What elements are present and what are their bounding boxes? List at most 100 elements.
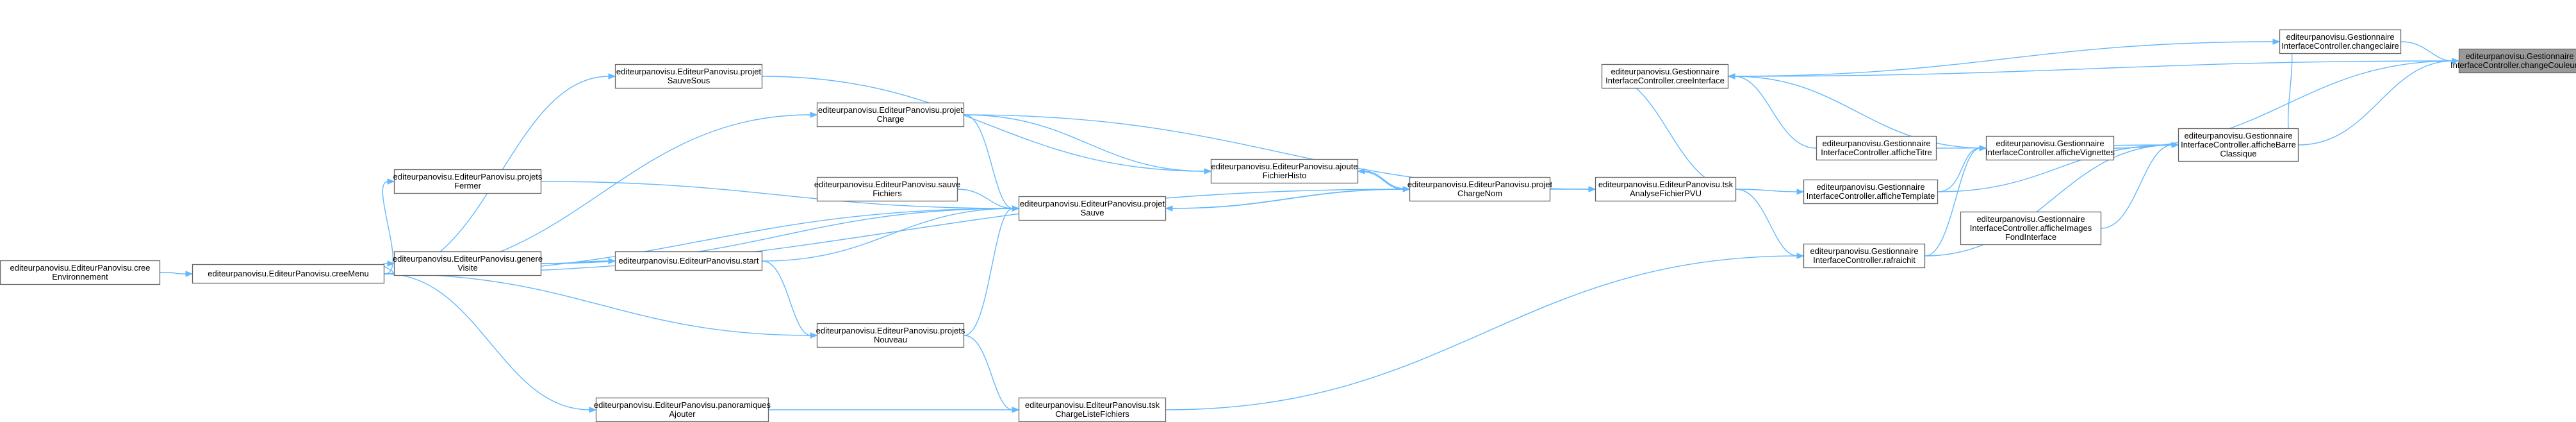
node-box-chargeNom	[1409, 176, 1551, 202]
node-label-afficheImages-line-2: FondInterface	[2005, 232, 2056, 242]
call-edge-projetsFermer-to-projetSauve	[541, 181, 1013, 209]
node-creeInterface[interactable]: editeurpanovisu.GestionnaireInterfaceCon…	[1601, 63, 1729, 89]
arrowhead-creeMenu-to-projetsFermer	[387, 178, 395, 185]
call-edge-sauveSous-to-ajouteFichierHisto	[762, 76, 1206, 172]
arrowhead-creeMenu-to-projetCharge	[810, 112, 818, 118]
node-sauveSous[interactable]: editeurpanovisu.EditeurPanovisu.projetSa…	[614, 63, 763, 89]
node-label-sauveSous-line-0: editeurpanovisu.EditeurPanovisu.projet	[616, 67, 762, 76]
call-edge-projetsNouveau-to-projetSauve	[964, 208, 1013, 336]
node-rafraichit[interactable]: editeurpanovisu.GestionnaireInterfaceCon…	[1803, 243, 1926, 269]
arrowhead-projetCharge-to-ajouteFichierHisto	[1204, 168, 1212, 174]
node-box-start	[614, 251, 763, 271]
call-edge-analyseFichier-to-rafraichit	[1735, 189, 1798, 257]
arrowhead-rafraichit-to-afficheVignettes	[1979, 145, 1987, 151]
node-afficheImages[interactable]: editeurpanovisu.GestionnaireInterfaceCon…	[1960, 211, 2102, 246]
node-box-chgClaire	[2279, 29, 2402, 55]
node-box-chgCouleurHS	[2458, 48, 2576, 74]
call-edge-creeMenu-to-projetsNouveau	[384, 273, 812, 336]
call-edge-analyseFichier-to-afficheTemplate	[1735, 189, 1798, 192]
arrowhead-chargeNom-to-ajouteFichierHisto	[1357, 168, 1365, 174]
arrowhead-afficheVignettes-to-chgCouleurHS	[2452, 58, 2460, 64]
node-projetsFermer[interactable]: editeurpanovisu.EditeurPanovisu.projetsF…	[393, 169, 543, 194]
node-label-genereVisite-line-0: editeurpanovisu.EditeurPanovisu.genere	[393, 254, 543, 264]
node-label-chargeListeFichiers-line-1: ChargeListeFichiers	[1055, 409, 1129, 419]
node-chgClaire[interactable]: editeurpanovisu.GestionnaireInterfaceCon…	[2279, 29, 2402, 55]
node-afficheTemplate[interactable]: editeurpanovisu.GestionnaireInterfaceCon…	[1803, 179, 1939, 205]
node-chargeListeFichiers[interactable]: editeurpanovisu.EditeurPanovisu.tskCharg…	[1018, 397, 1167, 422]
node-label-creeEnv-line-1: Environnement	[52, 272, 108, 282]
node-label-projetsFermer-line-0: editeurpanovisu.EditeurPanovisu.projets	[393, 172, 543, 181]
arrowhead-chargeNom-to-projetSauve	[1165, 205, 1173, 212]
node-ajouteFichierHisto[interactable]: editeurpanovisu.EditeurPanovisu.ajouteFi…	[1210, 158, 1359, 184]
arrowhead-panoAjouter-to-chargeListeFichiers	[1012, 407, 1020, 413]
arrowhead-projetCharge-to-analyseFichier	[1588, 186, 1596, 192]
node-panoAjouter[interactable]: editeurpanovisu.EditeurPanovisu.panorami…	[594, 397, 771, 422]
node-afficheBarre[interactable]: editeurpanovisu.GestionnaireInterfaceCon…	[2178, 128, 2299, 162]
call-edge-chargeListeFichiers-to-rafraichit	[1165, 255, 1798, 410]
node-box-projetCharge	[816, 102, 965, 128]
node-box-afficheImages	[1960, 211, 2102, 246]
call-edge-creeMenu-to-projetsFermer	[382, 181, 394, 274]
call-edge-start-to-projetsNouveau	[762, 260, 812, 336]
node-analyseFichier[interactable]: editeurpanovisu.EditeurPanovisu.tskAnaly…	[1595, 176, 1737, 202]
call-edge-projetsNouveau-to-chargeListeFichiers	[964, 335, 1013, 410]
arrowhead-creeMenu-to-panoAjouter	[589, 407, 597, 413]
node-label-creeInterface-line-1: InterfaceController.creeInterface	[1605, 76, 1725, 85]
node-label-chargeNom-line-1: ChargeNom	[1457, 189, 1502, 198]
call-edge-afficheTemplate-to-afficheBarre	[1937, 144, 2173, 192]
call-edge-sauveFichiers-to-projetSauve	[957, 189, 1013, 209]
node-box-analyseFichier	[1595, 176, 1737, 202]
call-edge-ajouteFichierHisto-to-chargeNom	[1358, 171, 1404, 190]
node-label-chgClaire-line-0: editeurpanovisu.Gestionnaire	[2286, 32, 2394, 42]
edges-layer	[160, 38, 2460, 413]
node-label-projetsFermer-line-1: Fermer	[454, 181, 482, 190]
call-edge-creeMenu-to-chargeNom	[384, 189, 1404, 274]
node-chargeNom[interactable]: editeurpanovisu.EditeurPanovisu.projetCh…	[1407, 176, 1553, 202]
call-edge-genereVisite-to-start	[541, 260, 610, 264]
node-label-creeInterface-line-0: editeurpanovisu.Gestionnaire	[1611, 67, 1719, 76]
node-box-afficheTitre	[1816, 135, 1937, 161]
node-label-afficheTitre-line-0: editeurpanovisu.Gestionnaire	[1822, 139, 1930, 148]
node-start[interactable]: editeurpanovisu.EditeurPanovisu.start	[614, 251, 763, 271]
node-label-afficheBarre-line-1: InterfaceController.afficheBarre	[2181, 140, 2296, 149]
node-sauveFichiers[interactable]: editeurpanovisu.EditeurPanovisu.sauveFic…	[814, 176, 960, 202]
node-label-afficheTemplate-line-0: editeurpanovisu.Gestionnaire	[1816, 182, 1924, 192]
node-afficheTitre[interactable]: editeurpanovisu.GestionnaireInterfaceCon…	[1816, 135, 1937, 161]
node-label-ajouteFichierHisto-line-0: editeurpanovisu.EditeurPanovisu.ajoute	[1211, 162, 1358, 171]
node-label-sauveFichiers-line-0: editeurpanovisu.EditeurPanovisu.sauve	[814, 180, 960, 189]
node-label-afficheTemplate-line-1: InterfaceController.afficheTemplate	[1807, 191, 1935, 201]
call-edge-creeMenu-to-panoAjouter	[384, 273, 591, 410]
node-projetsNouveau[interactable]: editeurpanovisu.EditeurPanovisu.projetsN…	[816, 323, 965, 348]
node-label-afficheImages-line-1: InterfaceController.afficheImages	[1970, 223, 2092, 233]
call-edge-projetSauve-to-chargeNom	[1165, 189, 1404, 209]
node-label-ajouteFichierHisto-line-1: FichierHisto	[1263, 171, 1307, 180]
node-box-projetsNouveau	[816, 323, 965, 348]
call-edge-afficheBarre-to-chgCouleurHS	[2298, 60, 2454, 146]
node-afficheVignettes[interactable]: editeurpanovisu.GestionnaireInterfaceCon…	[1985, 135, 2115, 161]
arrowhead-creeMenu-to-genereVisite	[387, 260, 395, 267]
node-label-analyseFichier-line-1: AnalyseFichierPVU	[1630, 189, 1702, 198]
call-edge-analyseFichier-to-creeInterface	[1607, 76, 1737, 190]
node-label-creeMenu-line-0: editeurpanovisu.EditeurPanovisu.creeMenu	[208, 269, 369, 278]
node-projetSauve[interactable]: editeurpanovisu.EditeurPanovisu.projetSa…	[1018, 196, 1167, 221]
arrowhead-creeMenu-to-projetsNouveau	[810, 332, 818, 339]
node-label-analyseFichier-line-0: editeurpanovisu.EditeurPanovisu.tsk	[1598, 180, 1734, 189]
node-creeEnv[interactable]: editeurpanovisu.EditeurPanovisu.creeEnvi…	[0, 260, 161, 285]
node-box-creeEnv	[0, 260, 161, 285]
call-edge-chgClaire-to-chgCouleurHS	[2400, 41, 2454, 62]
call-edge-afficheImages-to-afficheBarre	[2101, 144, 2173, 229]
node-creeMenu[interactable]: editeurpanovisu.EditeurPanovisu.creeMenu	[192, 264, 385, 284]
node-label-afficheTitre-line-1: InterfaceController.afficheTitre	[1821, 148, 1932, 157]
node-chgCouleurHS[interactable]: editeurpanovisu.GestionnaireInterfaceCon…	[2450, 48, 2576, 74]
call-edge-rafraichit-to-afficheBarre	[1924, 144, 2173, 257]
node-label-rafraichit-line-0: editeurpanovisu.Gestionnaire	[1810, 246, 1918, 256]
node-genereVisite[interactable]: editeurpanovisu.EditeurPanovisu.genereVi…	[393, 251, 543, 276]
arrowhead-rafraichit-to-afficheBarre	[2171, 142, 2179, 148]
node-label-projetSauve-line-1: Sauve	[1081, 208, 1104, 217]
arrowhead-creeEnv-to-creeMenu	[185, 271, 193, 277]
node-projetCharge[interactable]: editeurpanovisu.EditeurPanovisu.projetCh…	[816, 102, 965, 128]
node-box-creeMenu	[192, 264, 385, 284]
node-label-panoAjouter-line-0: editeurpanovisu.EditeurPanovisu.panorami…	[594, 400, 771, 410]
node-label-projetCharge-line-1: Charge	[877, 114, 905, 124]
